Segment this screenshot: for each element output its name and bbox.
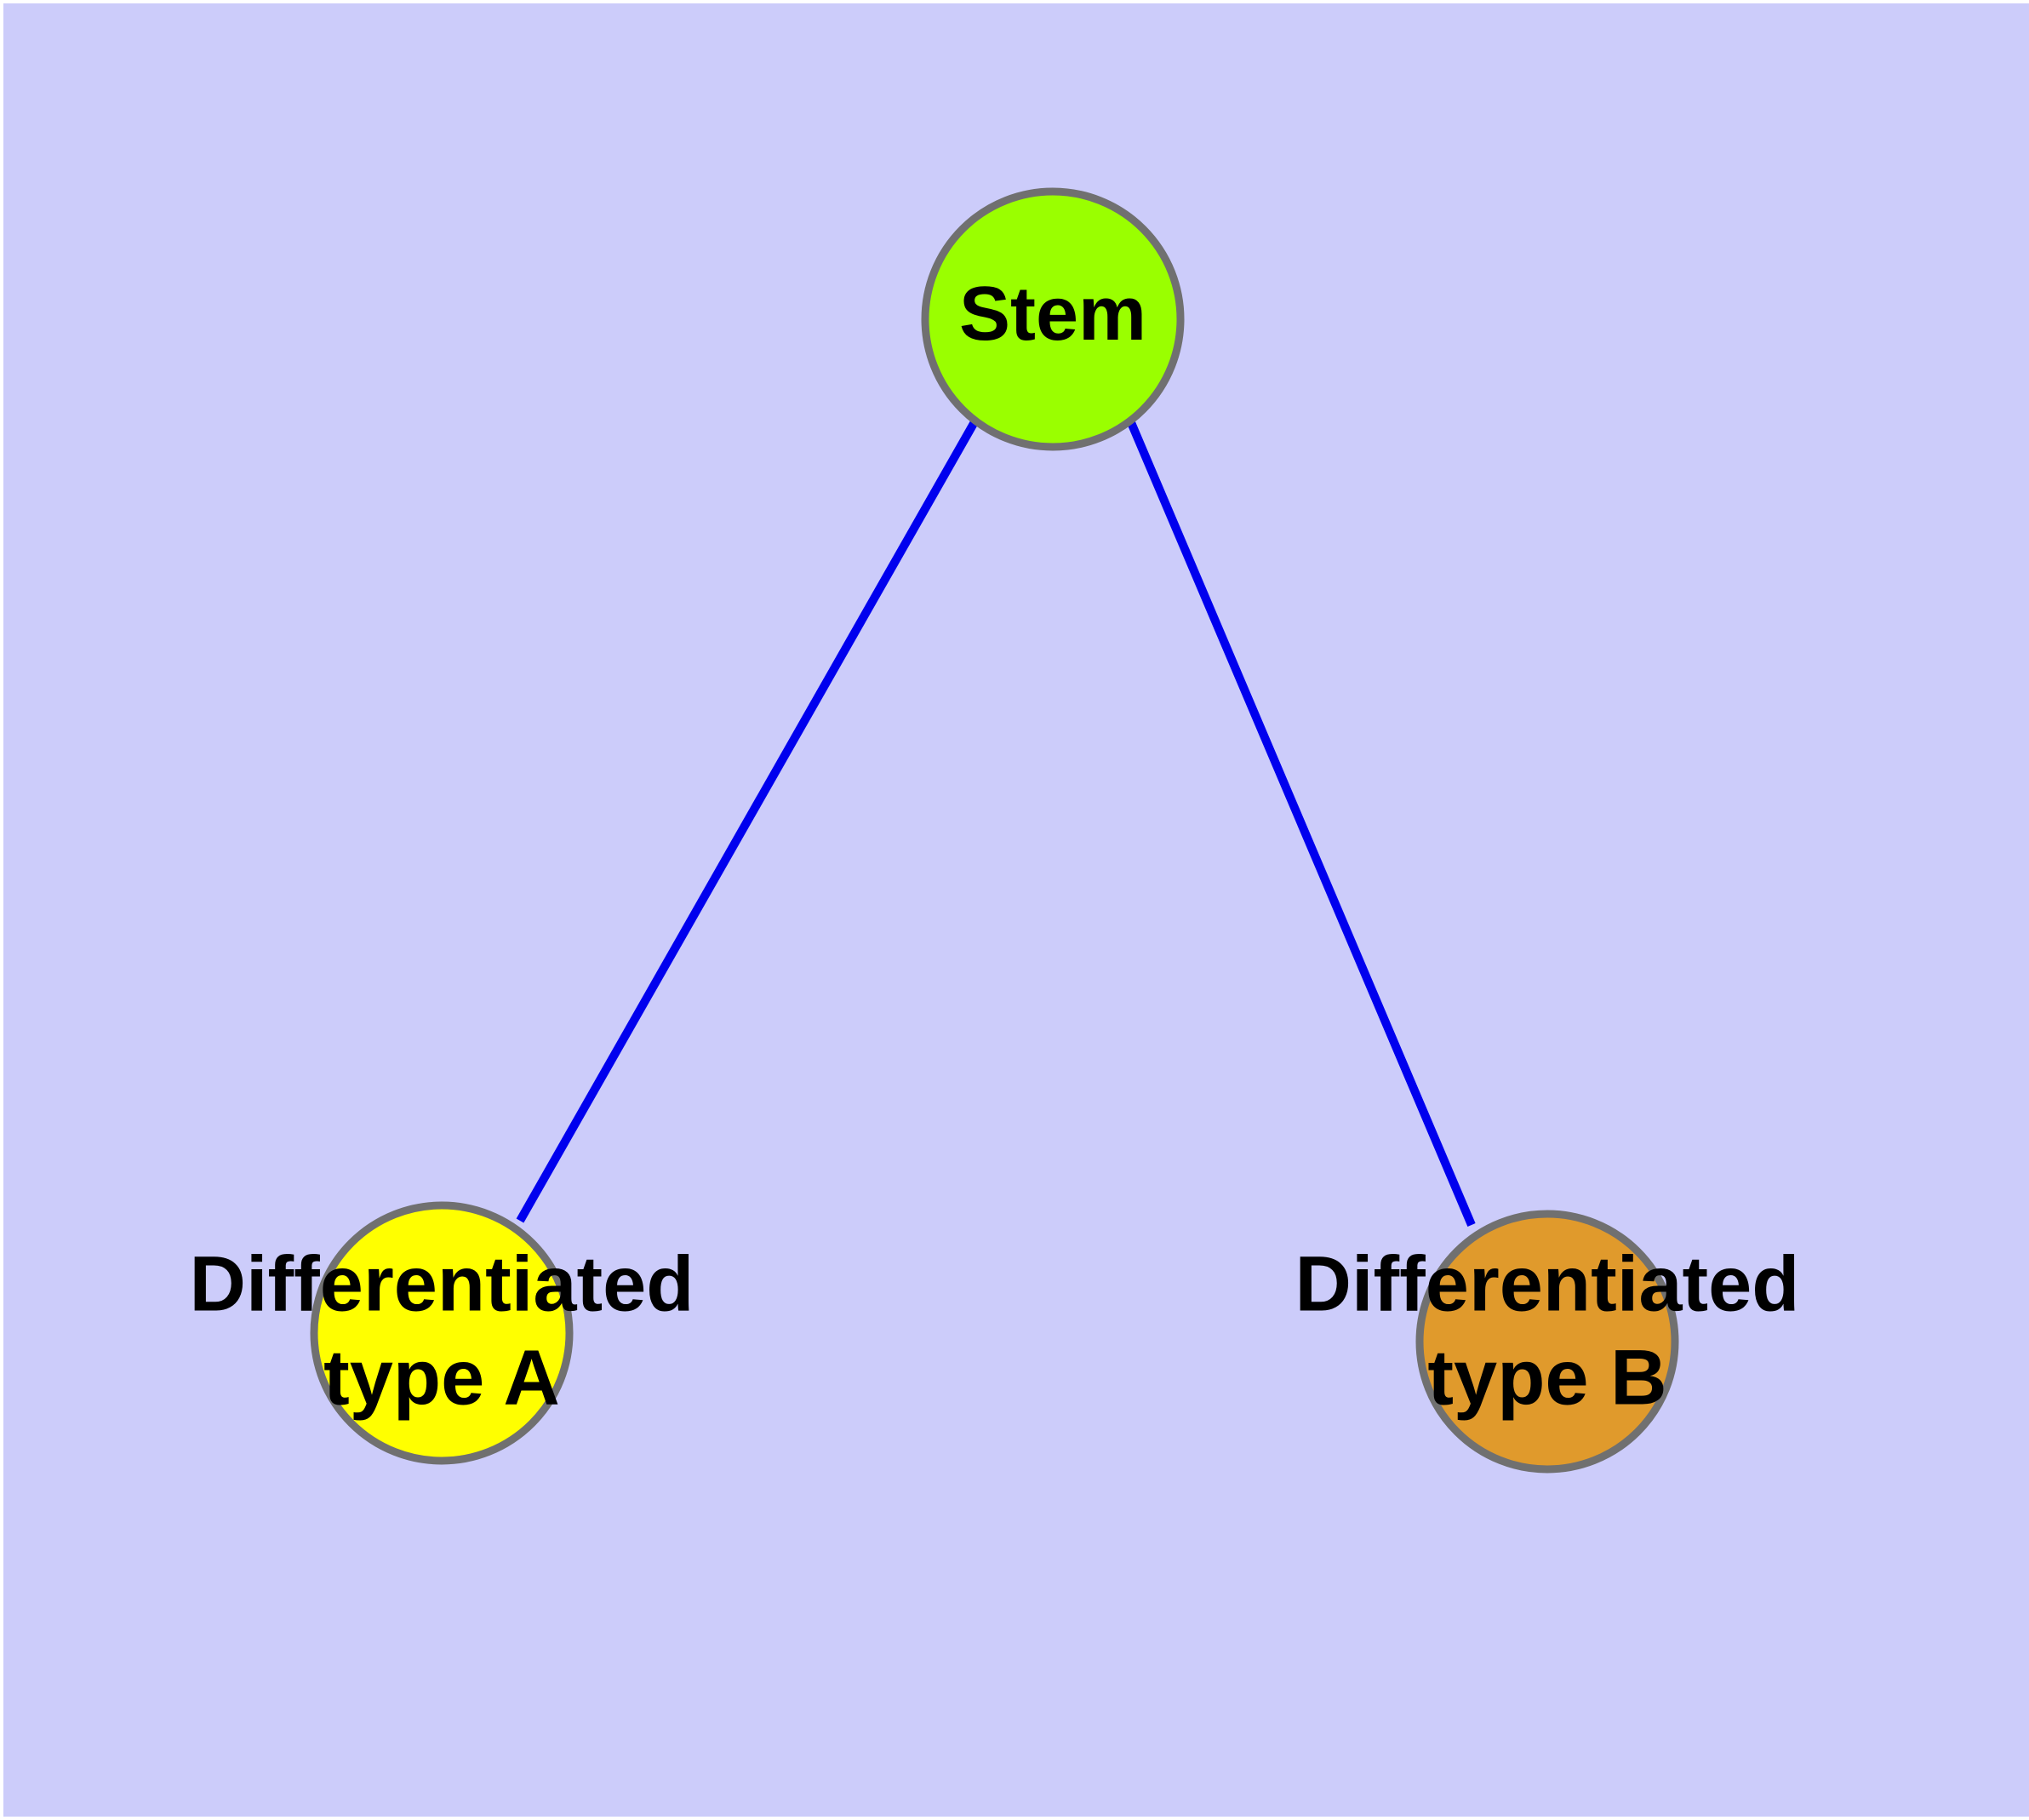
label-layer: Stem Differentiated type A Differentiate… xyxy=(190,272,1800,1422)
node-differentiated-type-b-label-line1: Differentiated xyxy=(1295,1240,1800,1327)
node-differentiated-type-a-label-line1: Differentiated xyxy=(190,1240,694,1327)
node-differentiated-type-a-circle[interactable] xyxy=(310,1201,574,1465)
edge-stem-to-differentiated-type-b[interactable] xyxy=(1126,419,1476,1227)
edge-layer xyxy=(516,418,1476,1227)
node-differentiated-type-b-label-line2: type B xyxy=(1427,1334,1666,1421)
node-differentiated-type-b-circle[interactable] xyxy=(1415,1210,1679,1474)
node-stem[interactable] xyxy=(921,187,1185,451)
node-layer xyxy=(310,187,1679,1474)
edge-stem-to-differentiated-type-a[interactable] xyxy=(516,418,980,1223)
node-differentiated-type-b[interactable] xyxy=(1415,1210,1679,1474)
node-stem-label: Stem xyxy=(959,272,1146,357)
node-differentiated-type-a-label-line2: type A xyxy=(323,1334,560,1421)
node-stem-circle[interactable] xyxy=(921,187,1185,451)
node-differentiated-type-a[interactable] xyxy=(310,1201,574,1465)
